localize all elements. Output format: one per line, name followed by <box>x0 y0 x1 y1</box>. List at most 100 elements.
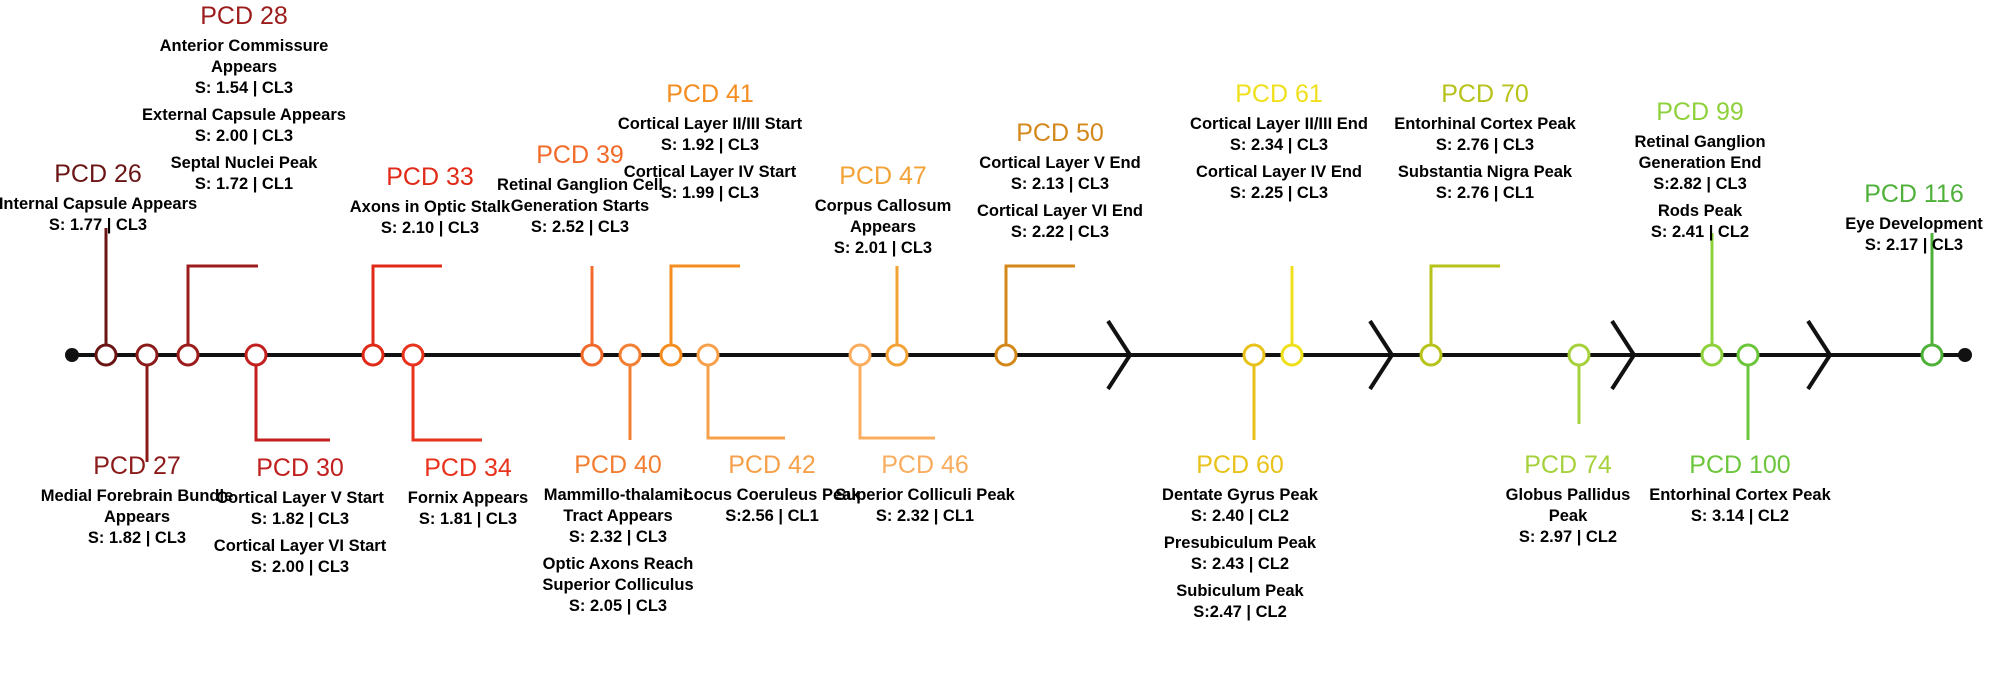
milestone-node <box>1736 343 1760 367</box>
event-entry: Axons in Optic Stalk S: 2.10 | CL3 <box>335 197 525 239</box>
pcd-day-label: PCD 41 <box>666 80 754 108</box>
pcd-day-label: PCD 74 <box>1524 451 1612 479</box>
pcd-day-label: PCD 42 <box>728 451 816 479</box>
event-name: Internal Capsule Appears <box>0 195 198 213</box>
pcd-day-label: PCD 47 <box>839 162 927 190</box>
event-entry: Corpus Callosum Appears S: 2.01 | CL3 <box>793 196 973 259</box>
milestone-node <box>696 343 720 367</box>
event-name: Dentate Gyrus Peak <box>1162 486 1318 504</box>
event-score: S: 2.05 | CL3 <box>568 597 668 615</box>
pcd-day-label: PCD 40 <box>574 451 662 479</box>
event-name: Fornix Appears <box>407 489 529 507</box>
milestone-nodes <box>94 343 1944 367</box>
axis-break-mark <box>1368 319 1395 391</box>
pcd-day-label: PCD 100 <box>1689 451 1791 479</box>
event-score: S: 2.34 | CL3 <box>1229 136 1329 154</box>
event-name: Retinal Ganglion Generation End <box>1634 133 1766 172</box>
event-entry: Cortical Layer II/III End S: 2.34 | CL3 <box>1179 114 1379 156</box>
milestone-node <box>994 343 1018 367</box>
event-name: Cortical Layer II/III Start <box>617 115 803 133</box>
milestone-label: PCD 26 Internal Capsule Appears S: 1.77 | … <box>0 160 198 236</box>
milestone-node <box>1280 343 1304 367</box>
event-score: S: 2.40 | CL2 <box>1190 507 1290 525</box>
pcd-day-label: PCD 39 <box>536 141 624 169</box>
pcd-day-label: PCD 26 <box>54 160 142 188</box>
event-name: Medial Forebrain Bundle Appears <box>40 487 234 526</box>
milestone-node <box>401 343 425 367</box>
milestone-node <box>361 343 385 367</box>
axis-break-mark <box>1106 319 1133 391</box>
event-score: S: 2.10 | CL3 <box>380 219 480 237</box>
milestone-connector <box>371 264 442 345</box>
event-score: S: 1.99 | CL3 <box>660 184 760 202</box>
pcd-day-label: PCD 70 <box>1441 80 1529 108</box>
event-name: Cortical Layer V Start <box>216 489 384 507</box>
event-score: S: 2.17 | CL3 <box>1864 236 1964 254</box>
axis-end-dot <box>1958 348 1972 362</box>
event-score: S: 2.76 | CL1 <box>1435 184 1535 202</box>
milestone-node <box>659 343 683 367</box>
event-score: S: 1.82 | CL3 <box>250 510 350 528</box>
event-score: S: 1.77 | CL3 <box>48 216 148 234</box>
pcd-day-label: PCD 34 <box>424 454 512 482</box>
pcd-day-label: PCD 116 <box>1864 180 1964 208</box>
event-score: S: 2.32 | CL3 <box>568 528 668 546</box>
event-entry: Presubiculum Peak S: 2.43 | CL2 <box>1125 533 1355 575</box>
pcd-day-label: PCD 99 <box>1656 98 1744 126</box>
milestone-node <box>1700 343 1724 367</box>
event-name: Cortical Layer II/III End <box>1190 115 1368 133</box>
milestone-label: PCD 39 Retinal Ganglion Cell Generation S… <box>488 141 673 238</box>
event-name: Corpus Callosum Appears <box>814 197 952 236</box>
event-name: Superior Colliculi Peak <box>835 486 1015 504</box>
milestone-node <box>1242 343 1266 367</box>
event-name: Optic Axons Reach Superior Colliculus <box>542 555 694 594</box>
milestone-node <box>135 343 159 367</box>
event-score: S: 1.54 | CL3 <box>194 79 294 97</box>
axis-break-mark <box>1806 319 1833 391</box>
milestone-node <box>1567 343 1591 367</box>
milestone-connector <box>254 365 330 442</box>
event-score: S: 3.14 | CL2 <box>1690 507 1790 525</box>
event-score: S: 2.01 | CL3 <box>833 239 933 257</box>
event-score: S: 1.72 | CL1 <box>194 175 294 193</box>
axis-start-dot <box>65 348 79 362</box>
event-entry: Rods Peak S: 2.41 | CL2 <box>1600 201 1800 243</box>
event-name: Axons in Optic Stalk <box>349 198 511 216</box>
event-score: S: 2.22 | CL3 <box>1010 223 1110 241</box>
milestone-connector <box>669 264 740 345</box>
event-score: S:2.82 | CL3 <box>1653 175 1747 193</box>
event-name: Presubiculum Peak <box>1163 534 1317 552</box>
pcd-day-label: PCD 50 <box>1016 119 1104 147</box>
event-entry: Cortical Layer V Start S: 1.82 | CL3 <box>205 488 395 530</box>
event-name: Cortical Layer IV End <box>1196 163 1362 181</box>
pcd-day-label: PCD 33 <box>386 163 474 191</box>
event-name: Rods Peak <box>1657 202 1743 220</box>
pcd-day-label: PCD 60 <box>1196 451 1284 479</box>
event-score: S: 2.32 | CL1 <box>875 507 975 525</box>
milestone-node <box>580 343 604 367</box>
event-score: S: 2.43 | CL2 <box>1190 555 1290 573</box>
event-name: Globus Pallidus Peak <box>1505 486 1631 525</box>
event-score: S: 2.76 | CL3 <box>1435 136 1535 154</box>
event-score: S: 2.41 | CL2 <box>1650 223 1750 241</box>
